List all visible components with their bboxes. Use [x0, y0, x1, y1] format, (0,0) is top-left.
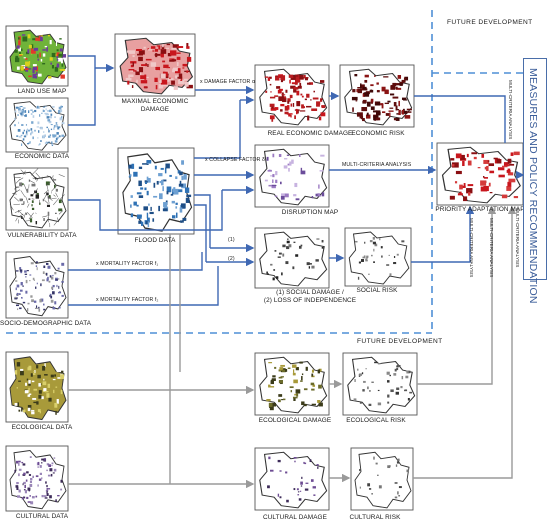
label-vulnerability-data: VULNERABILITY DATA	[4, 232, 80, 239]
edge-econ-risk-out	[414, 96, 505, 143]
label-cultural-damage: CULTURAL DAMAGE	[250, 514, 340, 521]
land-use-map-thumbnail	[6, 26, 68, 86]
label-cultural-data: CULTURAL DATA	[6, 513, 78, 520]
label-ecological-risk: ECOLOGICAL RISK	[338, 417, 414, 424]
economic-risk-thumbnail	[340, 65, 414, 127]
edge-label-mca-3: MULTI-CRITERIA ANALYSIS	[489, 218, 494, 277]
ecological-risk-thumbnail	[343, 353, 417, 415]
edge-label-mortality-factor-1: x MORTALITY FACTOR f₁	[96, 262, 158, 268]
label-disruption-map: DISRUPTION MAP	[268, 209, 352, 216]
edge-land-use-out	[68, 56, 95, 68]
priority-adaptation-map-thumbnail	[437, 143, 523, 205]
real-economic-damage-thumbnail	[255, 65, 329, 127]
edge-label-mortality-factor-2: x MORTALITY FACTOR f₂	[96, 298, 159, 304]
label-land-use-map: LAND USE MAP	[6, 88, 78, 95]
label-economic-risk: ECONOMIC RISK	[338, 130, 418, 137]
label-flood-data: FLOOD DATA	[115, 237, 195, 244]
label-future-development-top: FUTURE DEVELOPMENT	[447, 19, 533, 26]
cultural-damage-thumbnail	[255, 448, 329, 510]
recommendation-label: MEASURES AND POLICY RECOMMENDATION	[527, 68, 539, 304]
social-damage-thumbnail	[255, 228, 329, 288]
edge-flood-down-2	[194, 205, 206, 262]
edge-flood-down	[194, 195, 210, 248]
label-maximal-economic-damage-2: DAMAGE	[110, 106, 200, 113]
label-maximal-economic-damage-1: MAXIMAL ECONOMIC	[110, 98, 200, 105]
economic-data-thumbnail	[6, 98, 68, 152]
ecological-data-thumbnail	[6, 352, 68, 422]
label-ecological-data: ECOLOGICAL DATA	[6, 424, 78, 431]
edge-label-mca-2: MULTI-CRITERIA ANALYSIS	[469, 218, 474, 277]
disruption-map-thumbnail	[255, 145, 329, 207]
edge-label-collapse-factor: x COLLAPSE FACTOR δ	[205, 158, 265, 164]
vulnerability-data-thumbnail	[6, 168, 68, 230]
social-risk-thumbnail	[345, 228, 411, 286]
edge-label-branch-2: (2)	[228, 257, 235, 263]
flood-data-thumbnail	[118, 148, 194, 234]
edge-label-mca-disruption: MULTI-CRITERIA ANALYSIS	[342, 163, 411, 169]
edge-label-damage-factor: x DAMAGE FACTOR α	[200, 80, 255, 86]
edge-economic-out	[68, 68, 95, 125]
label-socio-demographic-data: SOCIO-DEMOGRAPHIC DATA	[0, 320, 84, 327]
cultural-data-thumbnail	[6, 446, 68, 511]
cultural-risk-thumbnail	[351, 448, 413, 510]
socio-demographic-data-thumbnail	[6, 252, 68, 318]
ecological-damage-thumbnail	[255, 353, 329, 415]
label-ecological-damage: ECOLOGICAL DAMAGE	[248, 417, 342, 424]
label-social-damage-2: (2) LOSS OF INDEPENDENCE	[262, 297, 358, 304]
label-future-development-bottom: FUTURE DEVELOPMENT	[357, 338, 443, 345]
label-economic-data: ECONOMIC DATA	[6, 153, 78, 160]
edge-label-branch-1: (1)	[228, 238, 235, 244]
edge-flood-up	[194, 100, 240, 158]
label-cultural-risk: CULTURAL RISK	[340, 514, 410, 521]
edge-eco-risk-up	[417, 210, 492, 384]
maximal-economic-damage-thumbnail	[115, 34, 195, 96]
edge-label-mca-1: MULTI-CRITERIA ANALYSIS	[508, 80, 513, 139]
label-social-risk: SOCIAL RISK	[342, 287, 412, 294]
edge-label-mca-4: MULTI-CRITERIA ANALYSIS	[515, 208, 520, 267]
edge-social-risk-out	[411, 207, 470, 262]
